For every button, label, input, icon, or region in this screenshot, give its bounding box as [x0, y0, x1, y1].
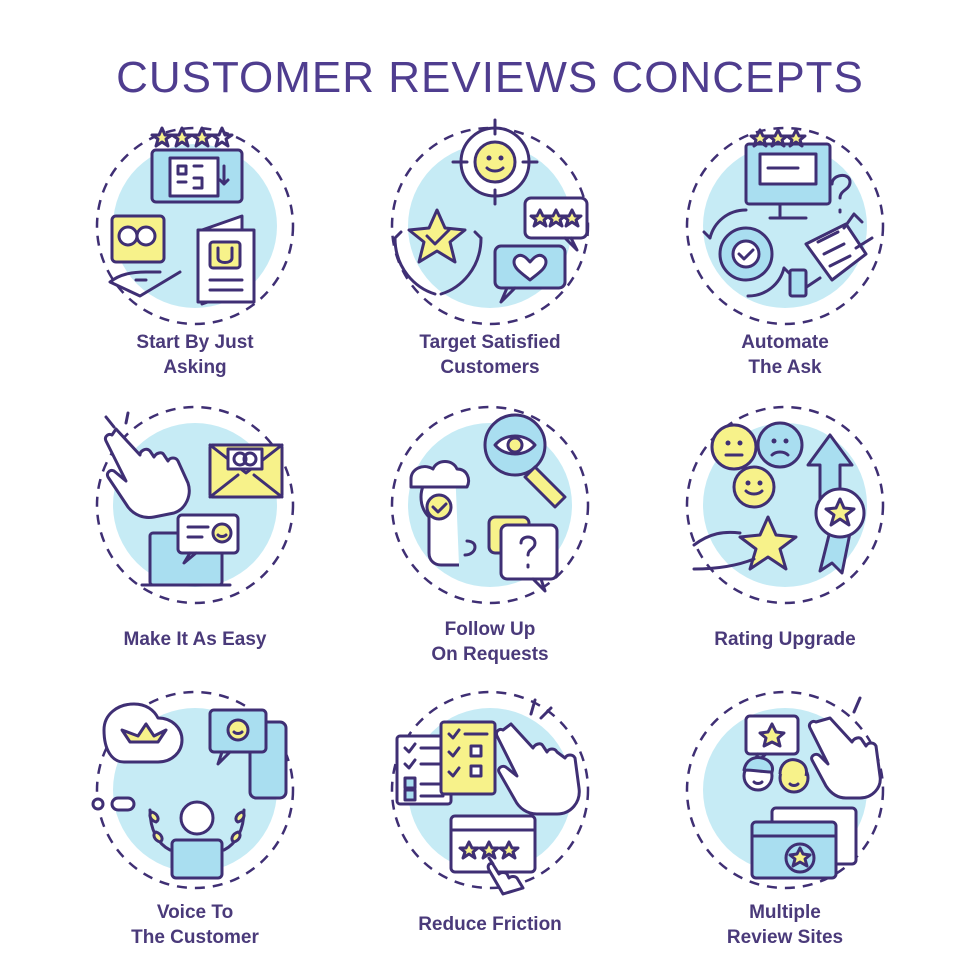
customer-voice-icon	[91, 690, 295, 890]
checklist-tap-icon	[390, 690, 590, 896]
caption-line: Target Satisfied	[419, 332, 561, 353]
caption-line: Rating Upgrade	[714, 629, 856, 650]
caption-line: On Requests	[431, 644, 549, 665]
concept-caption: Automate The Ask	[635, 330, 935, 380]
caption-line: Multiple	[749, 902, 821, 923]
caption-line: Start By Just	[136, 332, 254, 353]
concept-caption: Make It As Easy	[45, 627, 345, 652]
caption-line: Reduce Friction	[418, 914, 562, 935]
caption-line: Follow Up	[444, 619, 536, 640]
caption-line: The Ask	[748, 357, 822, 378]
follow-up-search-icon	[390, 405, 590, 605]
caption-line: Review Sites	[726, 927, 844, 948]
caption-line: Asking	[163, 357, 227, 378]
rating-upgrade-icon	[685, 405, 885, 605]
caption-line: Automate	[741, 332, 829, 353]
qr-code-request-icon	[95, 126, 295, 326]
caption-line: Customers	[440, 357, 540, 378]
page-title: CUSTOMER REVIEWS CONCEPTS	[116, 53, 864, 103]
automation-robot-icon	[685, 126, 885, 326]
concept-caption: Rating Upgrade	[635, 627, 935, 652]
concept-caption: Start By Just Asking	[45, 330, 345, 380]
email-click-icon	[95, 405, 295, 605]
target-satisfied-customer-icon	[390, 118, 590, 326]
concept-caption: Reduce Friction	[340, 912, 640, 937]
review-sites-icon	[685, 690, 885, 890]
concept-caption: Follow Up On Requests	[340, 617, 640, 667]
concept-caption: Voice To The Customer	[45, 900, 345, 950]
caption-line: Voice To	[156, 902, 234, 923]
caption-line: The Customer	[131, 927, 259, 948]
concept-caption: Multiple Review Sites	[635, 900, 935, 950]
caption-line: Make It As Easy	[123, 629, 267, 650]
concept-caption: Target Satisfied Customers	[340, 330, 640, 380]
